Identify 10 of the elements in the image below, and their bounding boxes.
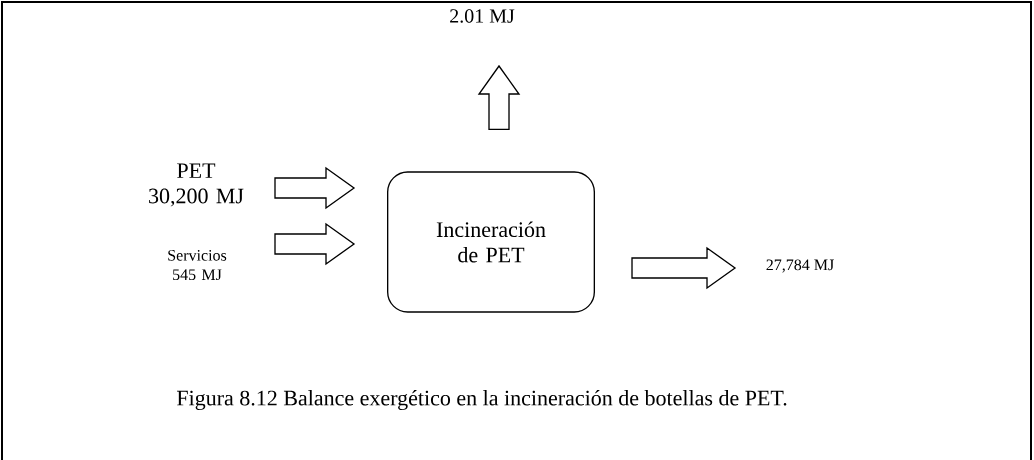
block-arrow: [631, 246, 737, 290]
flow-label: Servicios 545 MJ: [168, 249, 227, 281]
process-box: Incineración de PET: [387, 171, 595, 313]
caption: Figura 8.12 Balance exergético en la incineración de botellas de PET.: [177, 390, 787, 411]
block-arrow: [477, 64, 521, 130]
flow-label: 2.01 MJ: [450, 9, 515, 23]
block-arrow: [274, 222, 356, 266]
flow-label: PET 30,200 MJ: [149, 163, 244, 207]
block-arrow: [274, 166, 356, 210]
flow-label: 27,784 MJ: [766, 259, 834, 273]
